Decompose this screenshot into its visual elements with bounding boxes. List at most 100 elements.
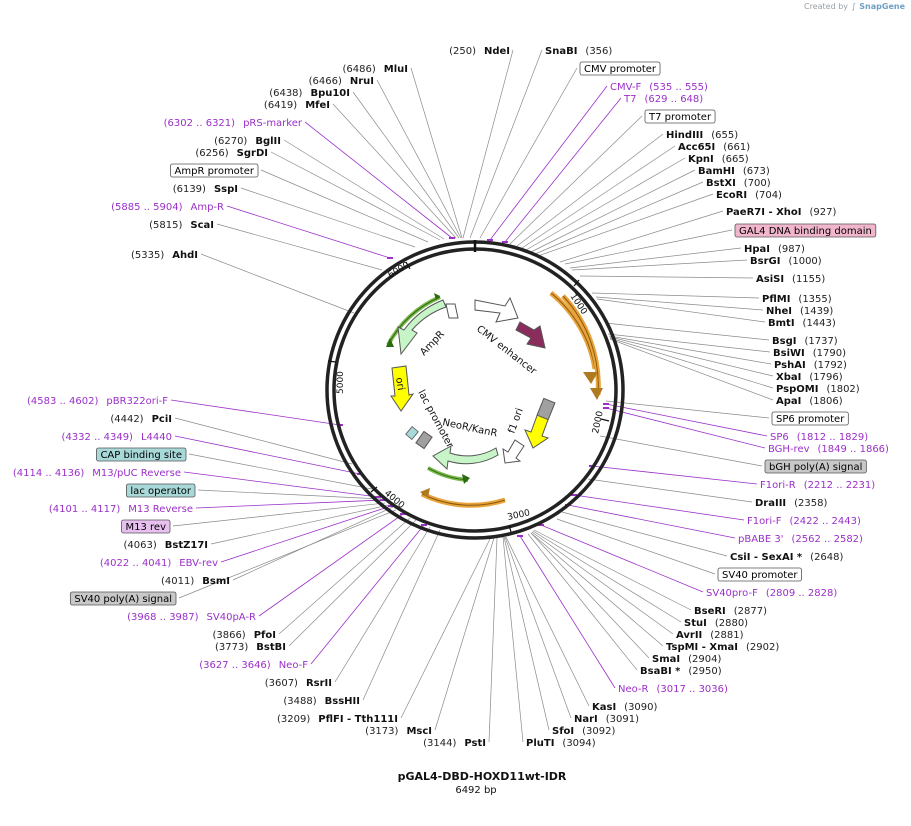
site-name-msci: MscI (406, 726, 432, 737)
site-position-pfoi: (3866) (212, 630, 245, 641)
primer-name-t7: T7 (623, 94, 636, 105)
site-name-sspi: SspI (214, 184, 238, 195)
leader-draiii (587, 478, 753, 503)
primer-name-pbr322ori-f: pBR322ori-F (106, 396, 168, 407)
primer-position-neo-f: (3627 .. 3646) (199, 660, 271, 671)
credit-prefix: Created by (804, 2, 849, 11)
label-neo-r: Neo-R(3017 .. 3036) (618, 684, 728, 695)
label-scai: (5815)ScaI (149, 220, 214, 231)
site-position-bsshii: (3488) (283, 696, 316, 707)
leader-bpu10i (352, 91, 460, 239)
leader-smai (530, 532, 650, 659)
leader-kpni (525, 157, 686, 251)
leader-lac-operator (197, 489, 382, 500)
site-name-pluti: PluTI (526, 738, 554, 749)
site-position-acc65i: (661) (723, 142, 750, 153)
label-f1ori-f: F1ori-F(2422 .. 2443) (747, 516, 861, 527)
leader-ampr-promoter (260, 169, 429, 243)
leader-msci (434, 537, 495, 731)
site-position-bstz17i: (4063) (123, 540, 156, 551)
label-ebv-rev: (4022 .. 4041)EBV-rev (100, 558, 218, 569)
primer-position-sv40pa-r: (3968 .. 3987) (127, 612, 199, 623)
site-position-bstxi: (700) (744, 178, 771, 189)
site-name-rsrii: RsrII (306, 678, 332, 689)
site-position-pcii: (4442) (110, 414, 143, 425)
site-name-sfoi: SfoI (552, 726, 574, 737)
label-neo-f: (3627 .. 3646)Neo-F (199, 660, 308, 671)
feature-box-gal4-dna-binding-domain (734, 223, 877, 238)
primer-name-pbabe-3: pBABE 3' (738, 534, 784, 545)
leader-prs-marker (304, 121, 453, 239)
label-stui: StuI(2880) (684, 618, 748, 629)
leader-asisi (579, 275, 754, 279)
label-bmti: BmtI(1443) (768, 318, 836, 329)
leader-psti (488, 537, 498, 743)
label-bsrgi: BsrGI(1000) (750, 256, 822, 267)
label-ndei: (250)NdeI (449, 46, 510, 57)
site-name-snabi: SnaBI (545, 46, 577, 57)
site-position-pluti: (3094) (562, 738, 595, 749)
label-pflmi: PflMI(1355) (762, 294, 832, 305)
backbone-outer-ring (325, 240, 625, 540)
label-sgrdi: (6256)SgrDI (195, 148, 268, 159)
leader-pflmi (591, 292, 760, 299)
site-name-pcii: PciI (152, 414, 172, 425)
tick-label-2000: 2000 (591, 410, 606, 435)
primer-name-ebv-rev: EBV-rev (179, 558, 218, 569)
site-position-bsabi: (2950) (688, 666, 721, 677)
leader-stui (532, 530, 682, 623)
leader-bsrgi (571, 259, 748, 271)
label-bsgi: BsgI(1737) (772, 336, 838, 347)
label-ampr-promoter: AmpR promoter (170, 163, 259, 178)
f1-ori-arrow (524, 412, 550, 449)
leader-bglii (283, 139, 445, 240)
leader-nari (504, 536, 572, 719)
label-bsmi: (4011)BsmI (161, 576, 230, 587)
site-position-ahdi: (5335) (131, 250, 164, 261)
site-name-bsiwi: BsiWI (773, 348, 805, 359)
label-pflfi-tth111i: (3209)PflFI - Tth111I (277, 714, 398, 725)
leader-bgh-rev (605, 407, 766, 449)
site-position-ecori: (704) (755, 190, 782, 201)
site-position-psti: (3144) (423, 738, 456, 749)
label-kpni: KpnI (665) (688, 154, 749, 165)
leader-pluti (502, 536, 524, 743)
label-msci: (3173)MscI (365, 726, 432, 737)
label-hindiii: HindIII(655) (666, 130, 738, 141)
leader-ahdi (200, 253, 355, 314)
leader-sp6 (605, 403, 768, 437)
site-name-draiii: DraIII (755, 498, 786, 509)
primer-position-t7: (629 .. 648) (644, 94, 703, 105)
site-position-csii-sexai: (2648) (810, 552, 843, 563)
feature-box-label-cap-binding-site: CAP binding site (100, 450, 182, 461)
leader-pshai (608, 335, 772, 365)
primer-position-amp-r: (5885 .. 5904) (111, 202, 183, 213)
site-name-bsrgi: BsrGI (750, 256, 780, 267)
leader-bsabi (527, 533, 638, 671)
primer-name-sv40pa-r: SV40pA-R (207, 612, 256, 623)
site-name-hpai: HpaI (744, 244, 770, 255)
site-position-bglii: (6270) (214, 136, 247, 147)
label-bgh-rev: BGH-rev(1849 .. 1866) (768, 444, 889, 455)
site-position-apai: (1806) (809, 396, 842, 407)
feature-box-t7-promoter (644, 109, 716, 124)
site-position-kpni: (665) (722, 154, 749, 165)
site-name-sgrdi: SgrDI (237, 148, 268, 159)
leader-gal4-dna-binding-domain (564, 229, 733, 265)
primer-position-cmv-f: (535 .. 555) (649, 82, 708, 93)
site-position-nari: (3091) (606, 714, 639, 725)
site-name-kpni: KpnI (688, 154, 714, 165)
label-pcii: (4442) PciI (110, 414, 172, 425)
leader-bseri (533, 529, 692, 611)
leader-nhei (595, 296, 764, 311)
tick-label-3000: 3000 (507, 508, 532, 523)
label-pspomi: PspOMI(1802) (776, 384, 860, 395)
site-name-mlui: MluI (384, 64, 408, 75)
label-amp-r: (5885 .. 5904)Amp-R (111, 202, 224, 213)
backbone-inner-ring (332, 247, 618, 533)
leader-f1ori-r (591, 465, 758, 485)
site-name-csii-sexai: CsiI - SexAI * (730, 552, 803, 563)
primer-position-m13-puc-reverse: (4114 .. 4136) (13, 468, 85, 479)
feature-box-label-sv40-poly-a-signal: SV40 poly(A) signal (74, 594, 172, 605)
